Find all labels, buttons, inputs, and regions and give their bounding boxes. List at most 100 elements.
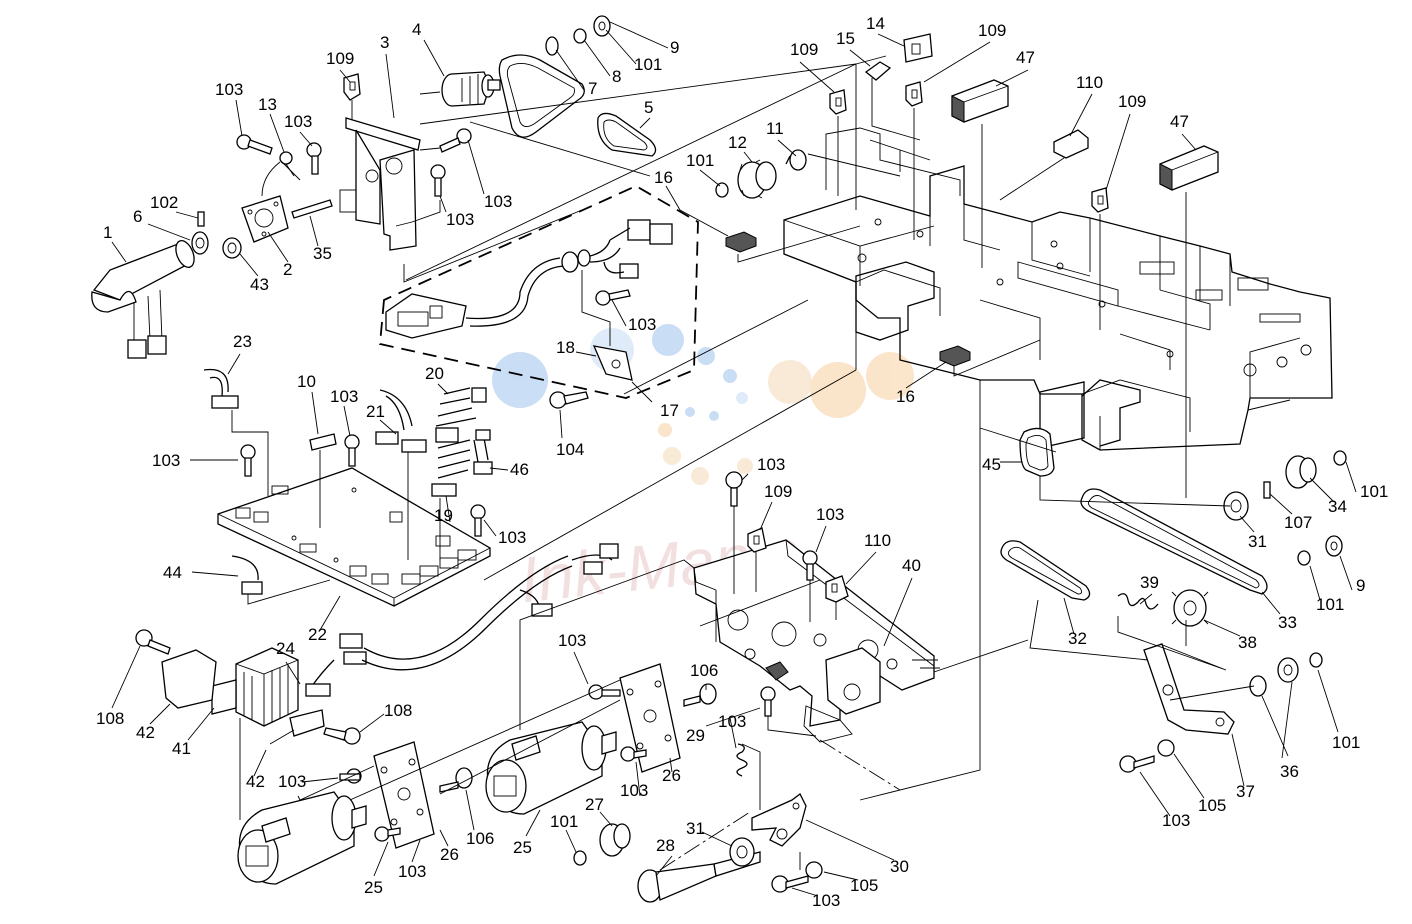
belt-32-icon	[1000, 540, 1091, 601]
screw-103-icon	[430, 164, 446, 197]
plate-42-icon	[269, 709, 325, 745]
callout-label: 101	[1360, 482, 1388, 501]
screw-108-icon	[135, 629, 171, 655]
washer-8-icon	[545, 36, 559, 56]
pad-16-icon	[725, 231, 757, 253]
callout-label: 30	[890, 857, 909, 876]
eclip-101-icon	[573, 28, 587, 44]
callout-label: 101	[1316, 595, 1344, 614]
connector-15-icon	[864, 61, 892, 81]
callout-label: 103	[628, 315, 656, 334]
bracket-3-icon	[339, 117, 421, 251]
screw-106-icon	[439, 767, 473, 793]
motor-1-icon	[91, 240, 195, 359]
callout-label: 103	[215, 80, 243, 99]
callout-label: 101	[1332, 733, 1360, 752]
callout-label: 103	[812, 891, 840, 910]
callout-label: 39	[1140, 573, 1159, 592]
callout-label: 13	[258, 95, 277, 114]
callout-label: 104	[556, 440, 584, 459]
callout-label: 22	[308, 625, 327, 644]
pcb-22-icon	[217, 467, 491, 607]
leader-lines	[239, 63, 857, 820]
leader-lines	[279, 63, 857, 283]
pulley-36-icon	[1249, 657, 1299, 697]
screw-103-icon	[620, 746, 647, 762]
pin-107-icon	[1263, 481, 1271, 499]
bracket-30-icon	[751, 793, 807, 847]
callout-label: 42	[136, 723, 155, 742]
watermark-dot	[697, 347, 715, 365]
screw-103-icon	[439, 128, 472, 153]
callout-label: 3	[380, 33, 389, 52]
callout-label: 41	[172, 739, 191, 758]
callout-label: 46	[510, 460, 529, 479]
callout-label: 38	[1238, 633, 1257, 652]
callout-label: 36	[1280, 762, 1299, 781]
callout-label: 34	[1328, 497, 1347, 516]
callout-label: 105	[850, 876, 878, 895]
watermark-dot	[736, 392, 748, 404]
screw-103-icon	[588, 684, 621, 700]
motor-25-icon	[485, 721, 617, 815]
pulley-6-icon	[191, 231, 209, 255]
eclip-101-icon	[1309, 652, 1323, 668]
plate-26-icon	[619, 663, 681, 773]
gear-4-icon	[441, 71, 501, 107]
screw-103-icon	[470, 504, 486, 537]
callout-label: 40	[902, 556, 921, 575]
callout-label: 109	[978, 21, 1006, 40]
callout-label: 25	[364, 878, 383, 897]
sensor-14-icon	[903, 33, 933, 63]
screw-103-icon	[306, 142, 322, 175]
watermark-dot	[723, 369, 737, 383]
screw-108-icon	[323, 727, 361, 745]
belt-33-icon	[1080, 488, 1268, 595]
screw-103-icon	[760, 686, 776, 717]
callout-label: 103	[152, 451, 180, 470]
callout-label: 47	[1170, 112, 1189, 131]
callout-label: 107	[1284, 513, 1312, 532]
callout-label: 108	[384, 701, 412, 720]
watermark-dot	[768, 360, 812, 404]
callout-label: 103	[284, 112, 312, 131]
harness-19-icon	[431, 439, 471, 497]
pad-16-icon	[939, 345, 971, 367]
watermark-dot	[658, 423, 672, 437]
callout-label: 110	[1076, 73, 1103, 92]
callout-label: 103	[330, 387, 358, 406]
callout-label: 103	[446, 210, 474, 229]
drive-motor-assembly	[91, 15, 657, 359]
screw-103-icon	[344, 434, 360, 467]
solenoid-41-icon	[211, 647, 299, 727]
watermark-dot	[492, 352, 548, 408]
harness-21-icon	[375, 389, 427, 453]
clip-109-icon	[905, 81, 923, 107]
screw-104-icon	[549, 391, 589, 409]
callout-label: 105	[1198, 796, 1226, 815]
sensor-47-icon	[1159, 145, 1219, 191]
eclip-101-icon	[1297, 550, 1311, 566]
callout-label: 109	[1118, 92, 1146, 111]
screw-103-icon	[802, 550, 818, 581]
shaft-35-icon	[291, 199, 333, 219]
callout-label: 5	[644, 98, 653, 117]
belt-7-icon	[498, 54, 585, 138]
callout-label: 109	[790, 40, 818, 59]
callout-label: 103	[757, 455, 785, 474]
pin-102-icon	[197, 211, 205, 227]
callout-label: 7	[588, 79, 597, 98]
callout-label: 18	[556, 338, 575, 357]
callout-label: 47	[1016, 48, 1035, 67]
callout-label: 10	[297, 372, 316, 391]
callout-label: 16	[654, 168, 673, 187]
washer-105-icon	[1157, 739, 1175, 757]
screw-9-icon	[1325, 535, 1343, 557]
callout-label: 25	[513, 838, 532, 857]
callout-label: 103	[1162, 811, 1190, 830]
spring-39-icon	[1117, 593, 1159, 610]
bracket-37-icon	[1143, 643, 1235, 735]
clip-109-icon	[829, 89, 847, 115]
screw-103-icon	[374, 826, 401, 842]
